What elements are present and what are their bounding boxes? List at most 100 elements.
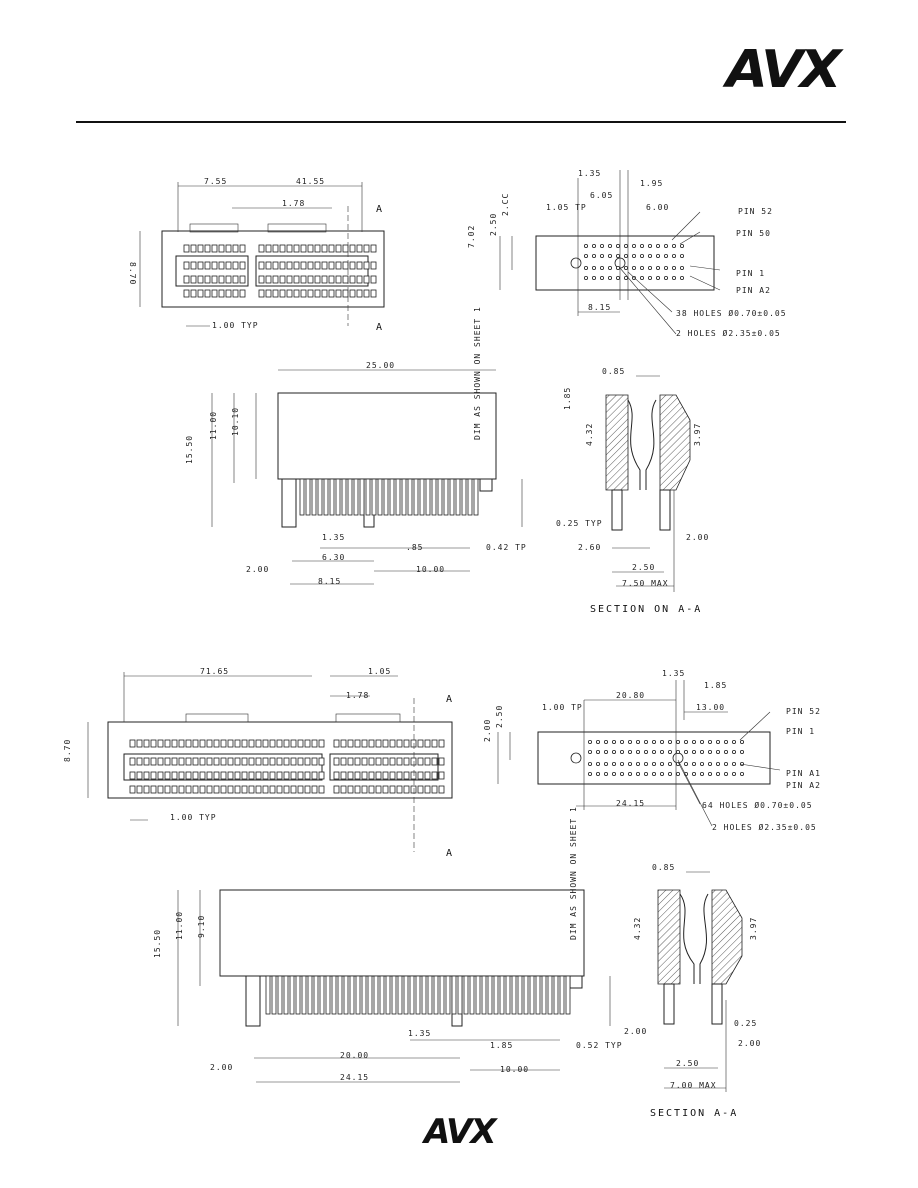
dim-text: 1.85 [490,1041,513,1050]
contact-pin [290,757,297,766]
contact-pin [183,275,190,284]
contact-pin [262,785,269,794]
contact-pin [382,785,389,794]
footprint-hole [592,275,597,280]
contact-pin [340,771,347,780]
footprint-hole [652,740,657,745]
section-caption: SECTION A-A [650,1108,738,1119]
bottom-footprint: 1.35 1.85 20.80 13.00 1.00 TP 2.50 2.00 … [483,669,820,832]
footprint-hole [620,772,625,777]
contact-pin [129,771,136,780]
footprint-hole [588,762,593,767]
dim-text: 15.50 [185,435,194,464]
dim-text: 1.05 TP [546,203,587,212]
contact-pin [227,771,234,780]
footprint-hole [640,265,645,270]
dim-text: 25.00 [366,361,395,370]
contact-pin [318,771,325,780]
contact-pin [297,771,304,780]
contact-pin [283,739,290,748]
contact-pin [220,771,227,780]
contact-lead [473,478,479,516]
contact-pin [255,739,262,748]
footprint-hole [592,265,597,270]
dim-text: 1.35 [322,533,345,542]
dim-text: 7.00 MAX [670,1081,717,1090]
contact-lead [367,975,373,1015]
contact-pin [272,275,279,284]
dim-text: 2.50 [489,213,498,236]
contact-pin [335,244,342,253]
dim-text: 6.00 [646,203,669,212]
contact-pin [232,244,239,253]
contact-lead [553,975,559,1015]
dim-text: 2.CC [501,193,510,216]
contact-pin [431,771,438,780]
contact-pin [164,785,171,794]
dim-text: 41.55 [296,177,325,186]
contact-lead [457,975,463,1015]
footprint-hole [716,750,721,755]
footprint-hole [624,243,629,248]
footprint-hole [668,750,673,755]
contact-pin [368,757,375,766]
footprint-hole [680,265,685,270]
footprint-hole [692,762,697,767]
contact-pin [347,771,354,780]
note-text: DIM AS SHOWN ON SHEET 1 [569,806,578,940]
contact-pin [300,275,307,284]
footprint-hole [680,275,685,280]
callout-text: PIN 1 [786,727,815,736]
footprint-hole [600,253,605,258]
footprint-hole [608,243,613,248]
footprint-hole [620,750,625,755]
contact-pin [190,275,197,284]
footprint-hole [724,750,729,755]
footprint-hole [672,275,677,280]
dim-text: 13.00 [696,703,725,712]
contact-pin [204,289,211,298]
contact-pin [375,785,382,794]
contact-pin [248,757,255,766]
footprint-hole [708,772,713,777]
footprint-hole [724,740,729,745]
section-caption: SECTION ON A-A [590,604,702,615]
section-marker: A [446,848,454,859]
contact-pin [300,289,307,298]
dim-text: 10.00 [500,1065,529,1074]
contact-lead [325,975,331,1015]
contact-pin [234,785,241,794]
contact-lead [391,975,397,1015]
contact-pin [349,275,356,284]
contact-pin [424,757,431,766]
contact-pin [335,261,342,270]
footprint-hole [692,740,697,745]
contact-pin [382,739,389,748]
footprint-hole [740,750,745,755]
contact-pin [370,244,377,253]
footprint-hole [740,772,745,777]
contact-pin [272,289,279,298]
footprint-hole [644,772,649,777]
contact-lead [331,975,337,1015]
contact-pin [356,275,363,284]
dim-text: 1.85 [563,387,572,410]
contact-pin [318,739,325,748]
contact-pin [262,757,269,766]
contact-pin [199,771,206,780]
contact-lead [449,478,455,516]
contact-pin [204,261,211,270]
callout-text: 38 HOLES Ø0.70±0.05 [676,308,787,318]
contact-pin [164,771,171,780]
dim-text: 24.15 [340,1073,369,1082]
contact-pin [363,261,370,270]
contact-pin [347,739,354,748]
contact-lead [403,975,409,1015]
footprint-hole [660,762,665,767]
contact-pin [178,785,185,794]
contact-pin [389,757,396,766]
contact-lead [301,975,307,1015]
footprint-hole [716,740,721,745]
contact-lead [319,975,325,1015]
contact-lead [409,975,415,1015]
